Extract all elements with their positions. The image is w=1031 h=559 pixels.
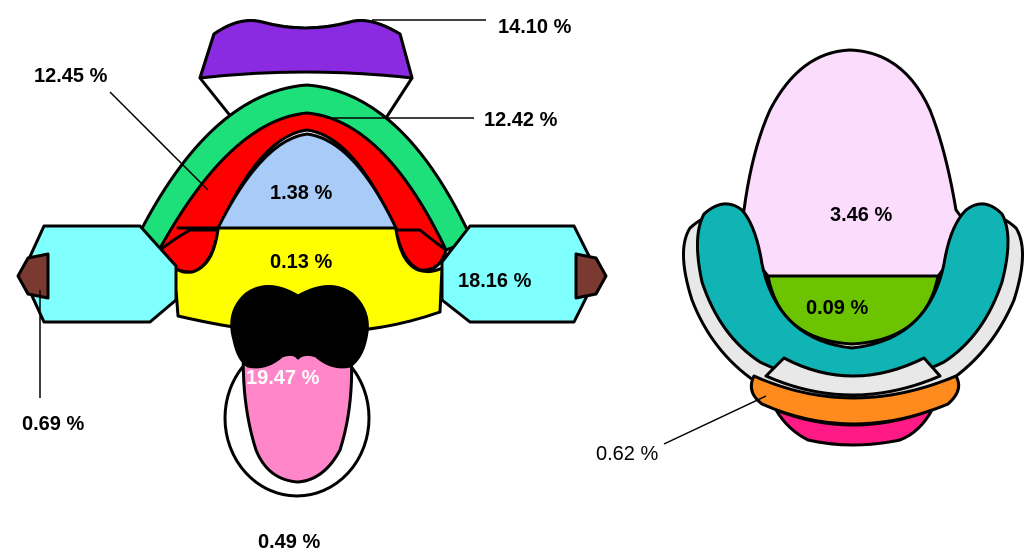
label-lower-floor: 0.09 %	[806, 297, 868, 319]
label-lower-palate: 3.46 %	[830, 204, 892, 226]
left-lip-corner-brown-region	[18, 254, 48, 298]
label-bottom-lip: 0.49 %	[258, 531, 320, 553]
teeth-black-region	[232, 286, 368, 366]
lower-palate-lavender-region	[740, 50, 968, 276]
label-left-lip-corner: 0.69 %	[22, 413, 84, 435]
label-inner-ridge: 12.42 %	[484, 109, 558, 131]
label-right-cheek: 18.16 %	[458, 270, 532, 292]
leader-lower-front	[664, 396, 766, 444]
label-palate: 1.38 %	[270, 182, 332, 204]
label-left-outer-ridge: 12.45 %	[34, 65, 108, 87]
label-middle-band: 0.13 %	[270, 251, 332, 273]
leader-left-outer-ridge	[110, 92, 208, 190]
right-lip-corner-brown-region	[576, 254, 606, 298]
label-lip-top: 14.10 %	[498, 16, 572, 38]
label-lower-front: 0.62 %	[596, 443, 658, 465]
label-tongue: 19.47 %	[246, 367, 320, 389]
upper-lip-purple-region	[200, 21, 412, 79]
